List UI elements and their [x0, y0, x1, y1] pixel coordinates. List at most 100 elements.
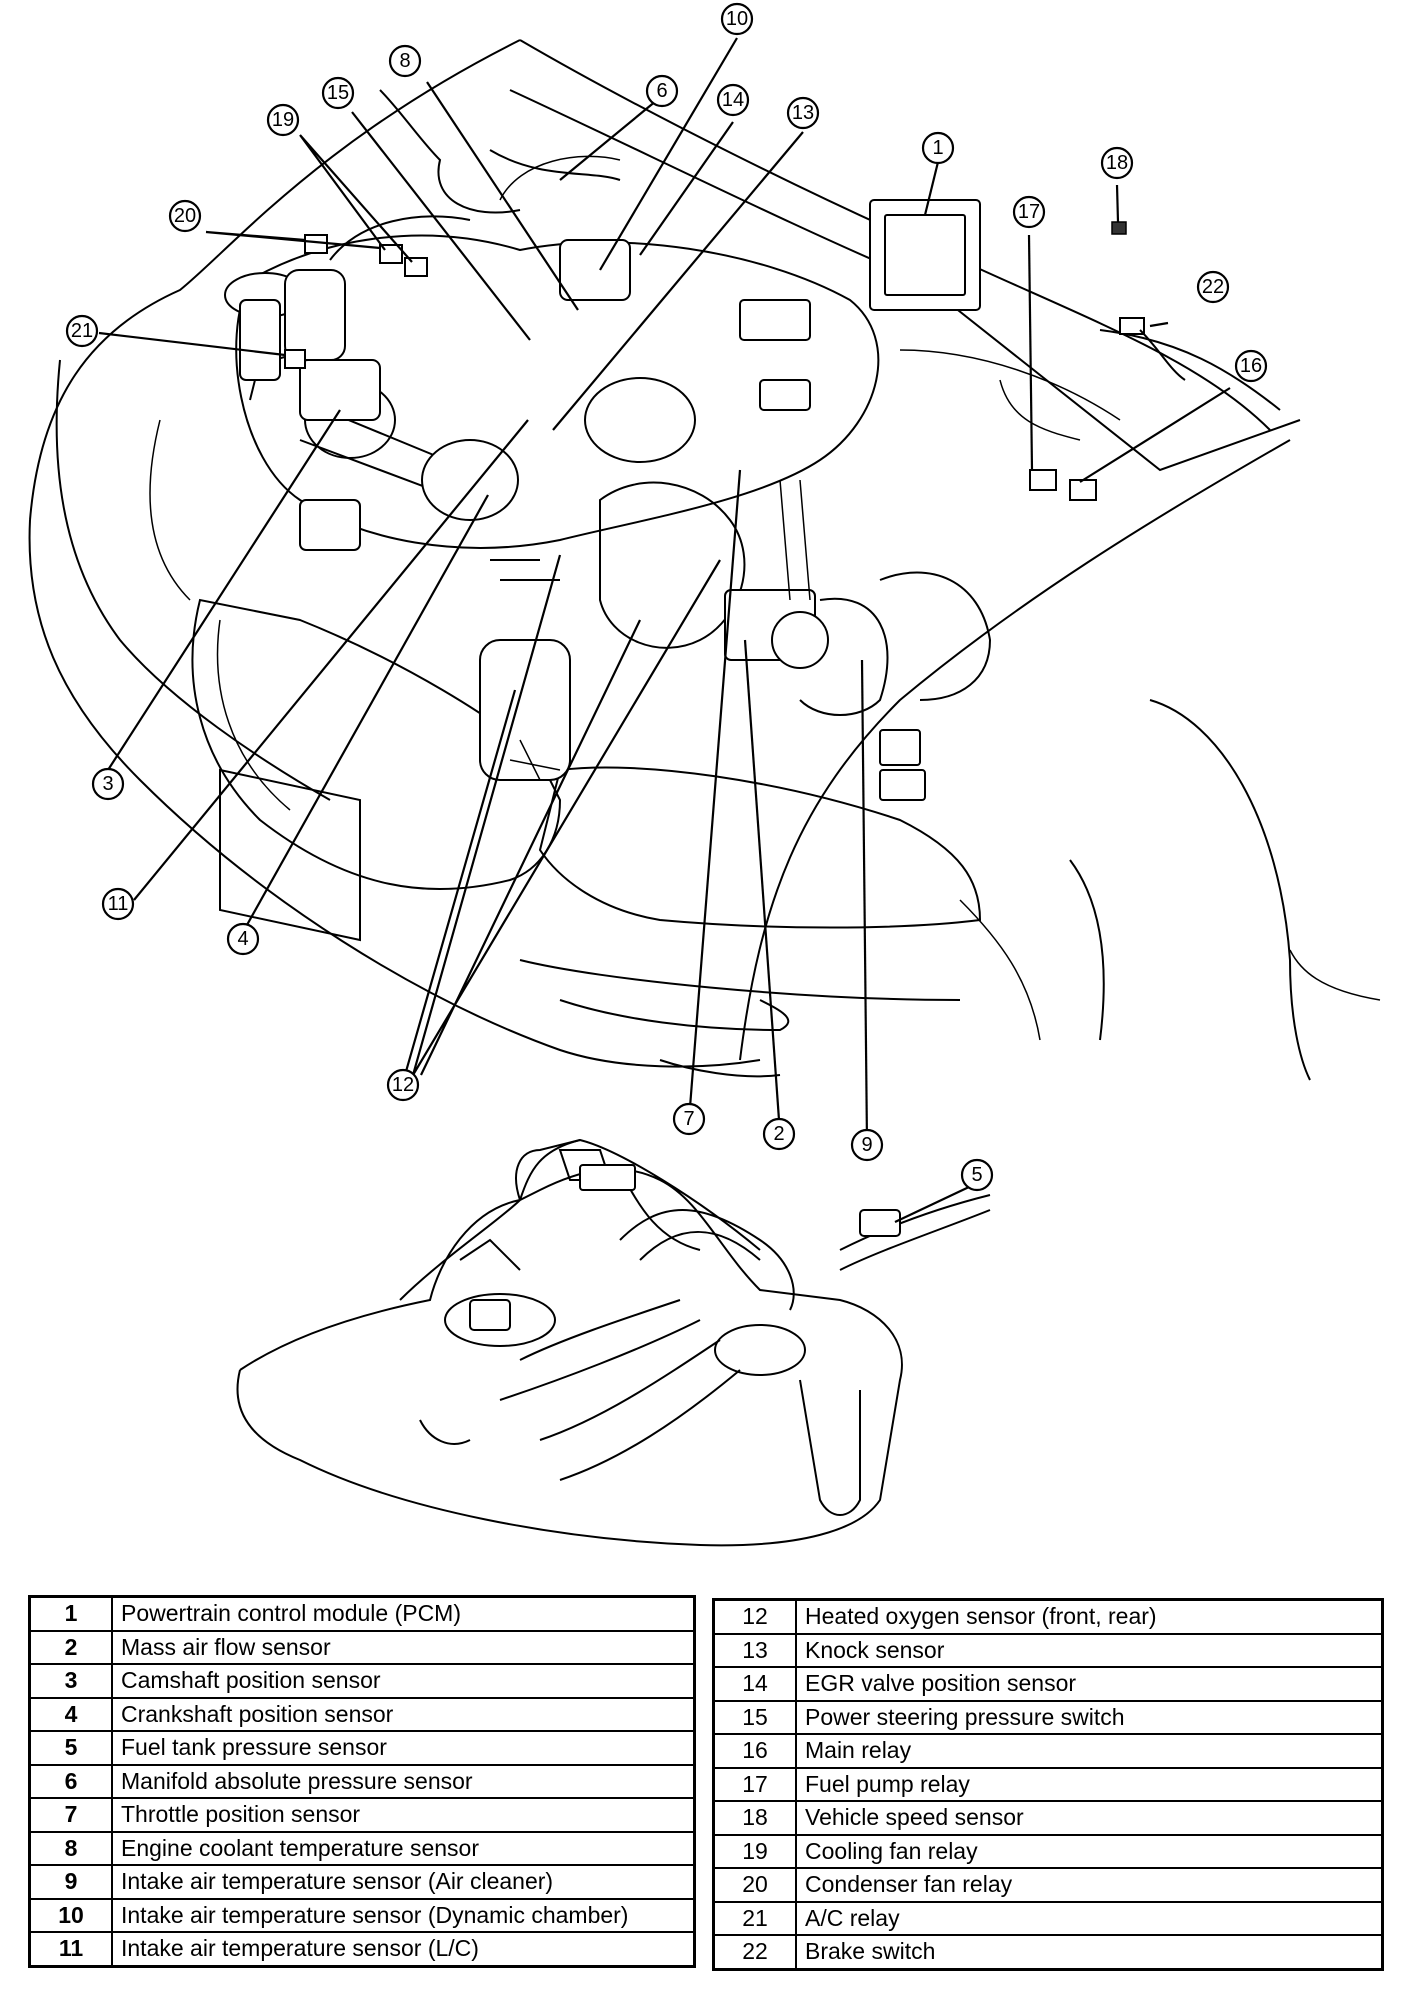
- svg-text:11: 11: [108, 893, 129, 915]
- callout-21: 21: [65, 314, 99, 348]
- legend-number: 17: [712, 1766, 797, 1802]
- legend-number: 6: [28, 1763, 113, 1799]
- legend-number: 7: [28, 1797, 113, 1833]
- fuel-pump-relay-icon: [1029, 469, 1057, 491]
- brake-switch-icon: [1119, 317, 1145, 335]
- svg-text:20: 20: [174, 205, 196, 227]
- ac-relay-icon: [284, 349, 306, 369]
- legend-name: Crankshaft position sensor: [111, 1696, 696, 1732]
- legend-name: Intake air temperature sensor (Dynamic c…: [111, 1897, 696, 1933]
- svg-text:2: 2: [773, 1123, 784, 1145]
- svg-text:14: 14: [722, 89, 744, 111]
- legend-number: 19: [712, 1833, 797, 1869]
- legend-number: 13: [712, 1632, 797, 1668]
- callout-markers: 1 2 3 4 5 6 7 8 9 10 11 12 13 14 15 16 1…: [65, 2, 1268, 1192]
- legend-number: 2: [28, 1629, 113, 1665]
- bracket-icon: [299, 499, 361, 551]
- svg-text:15: 15: [327, 82, 349, 104]
- callout-20: 20: [168, 199, 202, 233]
- callout-18: 18: [1100, 146, 1134, 180]
- legend-name: A/C relay: [795, 1900, 1384, 1936]
- legend-number: 9: [28, 1864, 113, 1900]
- legend-name: Vehicle speed sensor: [795, 1800, 1384, 1836]
- legend-number: 22: [712, 1934, 797, 1970]
- legend-name: Knock sensor: [795, 1632, 1384, 1668]
- legend-name: Camshaft position sensor: [111, 1663, 696, 1699]
- legend-number: 11: [28, 1931, 113, 1967]
- main-relay-icon: [1069, 479, 1097, 501]
- svg-text:16: 16: [1240, 355, 1262, 377]
- svg-text:7: 7: [683, 1108, 694, 1130]
- legend-number: 20: [712, 1867, 797, 1903]
- condenser-fan-relay-icon: [304, 234, 328, 254]
- legend-name: Mass air flow sensor: [111, 1629, 696, 1665]
- legend-name: EGR valve position sensor: [795, 1666, 1384, 1702]
- legend-name: Heated oxygen sensor (front, rear): [795, 1598, 1384, 1635]
- legend-number: 8: [28, 1830, 113, 1866]
- callout-1: 1: [921, 131, 955, 165]
- svg-text:18: 18: [1106, 152, 1128, 174]
- vehicle-body-outline: [28, 39, 1381, 1081]
- fuel-tank-assembly: [236, 1138, 991, 1547]
- callout-7: 7: [672, 1102, 706, 1136]
- legend-number: 18: [712, 1800, 797, 1836]
- legend-name: Fuel tank pressure sensor: [111, 1730, 696, 1766]
- legend-name: Fuel pump relay: [795, 1766, 1384, 1802]
- callout-22: 22: [1196, 270, 1230, 304]
- svg-text:8: 8: [399, 50, 410, 72]
- air-duct-icon: [421, 439, 519, 521]
- legend-number: 5: [28, 1730, 113, 1766]
- cam-housing-icon: [299, 359, 381, 421]
- svg-text:9: 9: [861, 1134, 872, 1156]
- svg-text:13: 13: [792, 102, 814, 124]
- legend-number: 14: [712, 1666, 797, 1702]
- legend-name: Condenser fan relay: [795, 1867, 1384, 1903]
- legend-number: 21: [712, 1900, 797, 1936]
- callout-5: 5: [960, 1158, 994, 1192]
- svg-text:22: 22: [1202, 276, 1224, 298]
- callout-2: 2: [762, 1117, 796, 1151]
- legend-name: Manifold absolute pressure sensor: [111, 1763, 696, 1799]
- callout-17: 17: [1012, 195, 1046, 229]
- svg-text:12: 12: [392, 1074, 414, 1096]
- svg-text:19: 19: [272, 109, 294, 131]
- legend-number: 4: [28, 1696, 113, 1732]
- legend-number: 12: [712, 1598, 797, 1635]
- callout-10: 10: [720, 2, 754, 36]
- svg-text:10: 10: [726, 8, 748, 30]
- svg-text:5: 5: [971, 1164, 982, 1186]
- callout-11: 11: [101, 887, 135, 921]
- callout-3: 3: [91, 767, 125, 801]
- legend-name: Main relay: [795, 1733, 1384, 1769]
- svg-text:4: 4: [237, 928, 248, 950]
- svg-text:6: 6: [656, 80, 667, 102]
- legend-number: 15: [712, 1699, 797, 1735]
- callout-6: 6: [645, 74, 679, 108]
- legend-name: Throttle position sensor: [111, 1797, 696, 1833]
- svg-text:1: 1: [932, 137, 943, 159]
- callout-15: 15: [321, 76, 355, 110]
- legend-name: Cooling fan relay: [795, 1833, 1384, 1869]
- callout-19: 19: [266, 103, 300, 137]
- legend-name: Intake air temperature sensor (Air clean…: [111, 1864, 696, 1900]
- callout-16: 16: [1234, 349, 1268, 383]
- callout-14: 14: [716, 83, 750, 117]
- legend-number: 1: [28, 1595, 113, 1632]
- callout-8: 8: [388, 44, 422, 78]
- legend-name: Brake switch: [795, 1934, 1384, 1970]
- callout-9: 9: [850, 1128, 884, 1162]
- legend-name: Engine coolant temperature sensor: [111, 1830, 696, 1866]
- throttle-body-icon: [584, 377, 696, 463]
